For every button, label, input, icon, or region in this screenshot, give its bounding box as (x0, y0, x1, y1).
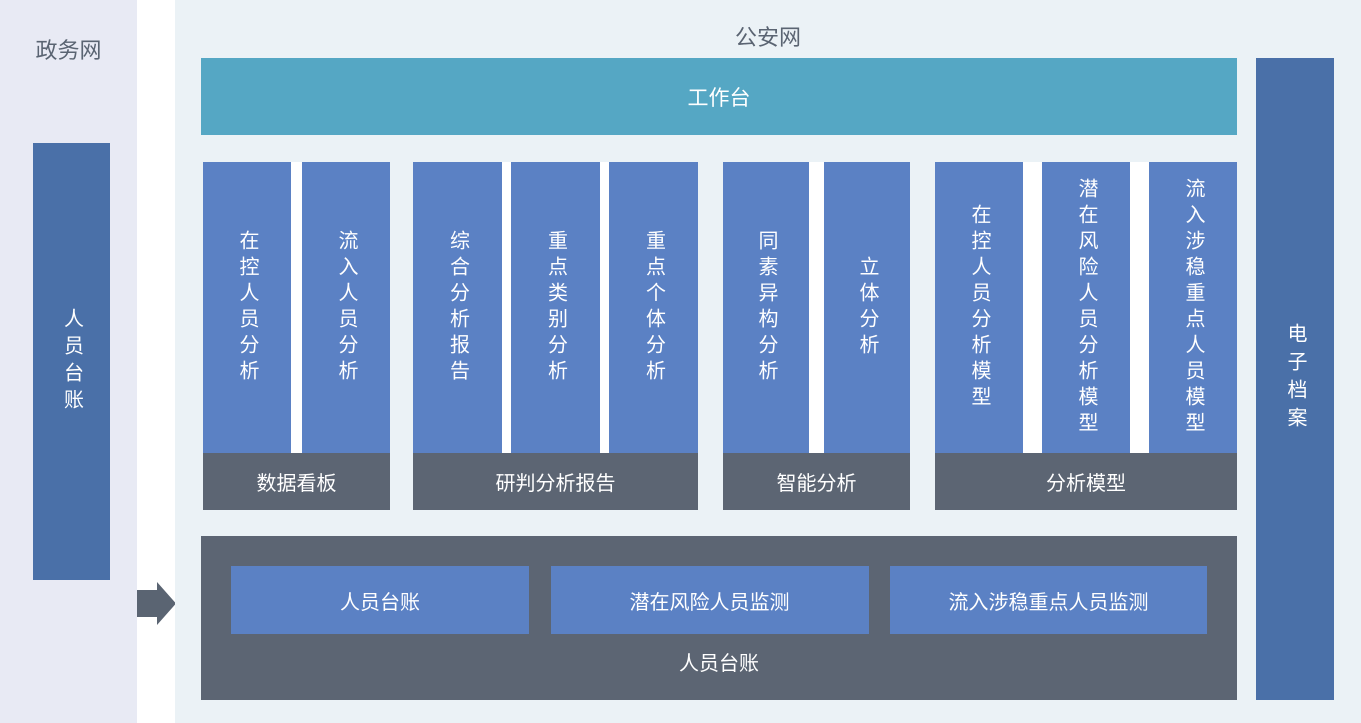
button-personnel-ledger: 人员台账 (231, 566, 529, 634)
group-footer-data-dashboard: 数据看板 (203, 453, 390, 510)
public-security-network-panel: 公安网 工作台 在控人员分析 流入人员分析 数据看板 综合分析报告 (175, 0, 1361, 723)
button-inflow-stability-monitoring: 流入涉稳重点人员监测 (890, 566, 1207, 634)
government-network-panel: 政务网 人员台账 (0, 0, 137, 723)
group-analysis-reports: 综合分析报告 重点类别分析 重点个体分析 研判分析报告 (413, 162, 698, 510)
module-comprehensive-analysis-report: 综合分析报告 (413, 162, 502, 453)
module-label: 流入人员分析 (335, 229, 357, 386)
flow-right-arrow-icon (137, 582, 176, 625)
government-network-title: 政务网 (35, 38, 102, 63)
personnel-ledger-source-label: 人员台账 (60, 307, 83, 416)
group-columns: 综合分析报告 重点类别分析 重点个体分析 (413, 162, 698, 453)
group-footer-analysis-models: 分析模型 (935, 453, 1237, 510)
module-inflow-stability-personnel-model: 流入涉稳重点人员模型 (1149, 162, 1237, 453)
group-intelligent-analysis: 同素异构分析 立体分析 智能分析 (723, 162, 910, 510)
module-key-individual-analysis: 重点个体分析 (609, 162, 698, 453)
module-label: 流入涉稳重点人员模型 (1182, 177, 1204, 438)
public-security-network-title: 公安网 (734, 25, 801, 50)
module-label: 立体分析 (856, 255, 878, 360)
personnel-ledger-box: 人员台账 潜在风险人员监测 流入涉稳重点人员监测 人员台账 (201, 536, 1237, 700)
workbench-bar: 工作台 (201, 58, 1237, 135)
group-columns: 在控人员分析 流入人员分析 (203, 162, 390, 453)
module-in-control-personnel-analysis: 在控人员分析 (203, 162, 291, 453)
group-footer-analysis-reports: 研判分析报告 (413, 453, 698, 510)
group-footer-intelligent-analysis: 智能分析 (723, 453, 910, 510)
group-columns: 在控人员分析模型 潜在风险人员分析模型 流入涉稳重点人员模型 (935, 162, 1237, 453)
module-stereo-analysis: 立体分析 (824, 162, 910, 453)
module-label: 潜在风险人员分析模型 (1075, 177, 1097, 438)
module-isomer-analysis: 同素异构分析 (723, 162, 809, 453)
module-potential-risk-personnel-model: 潜在风险人员分析模型 (1042, 162, 1130, 453)
module-label: 在控人员分析 (236, 229, 258, 386)
group-data-dashboard: 在控人员分析 流入人员分析 数据看板 (203, 162, 390, 510)
group-analysis-models: 在控人员分析模型 潜在风险人员分析模型 流入涉稳重点人员模型 分析模型 (935, 162, 1237, 510)
personnel-ledger-caption: 人员台账 (679, 653, 759, 675)
module-label: 在控人员分析模型 (968, 203, 990, 412)
module-label: 综合分析报告 (446, 229, 469, 386)
module-in-control-personnel-model: 在控人员分析模型 (935, 162, 1023, 453)
module-label: 重点类别分析 (544, 229, 567, 386)
module-inflow-personnel-analysis: 流入人员分析 (302, 162, 390, 453)
group-columns: 同素异构分析 立体分析 (723, 162, 910, 453)
electronic-archive-bar: 电子档案 (1256, 58, 1334, 700)
ledger-button-row: 人员台账 潜在风险人员监测 流入涉稳重点人员监测 (231, 566, 1207, 634)
personnel-ledger-source-bar: 人员台账 (33, 143, 110, 580)
workbench-label: 工作台 (687, 86, 751, 110)
module-label: 重点个体分析 (642, 229, 665, 386)
button-potential-risk-monitoring: 潜在风险人员监测 (550, 566, 869, 634)
module-key-category-analysis: 重点类别分析 (511, 162, 600, 453)
module-label: 同素异构分析 (755, 229, 777, 386)
electronic-archive-label: 电子档案 (1284, 323, 1306, 435)
